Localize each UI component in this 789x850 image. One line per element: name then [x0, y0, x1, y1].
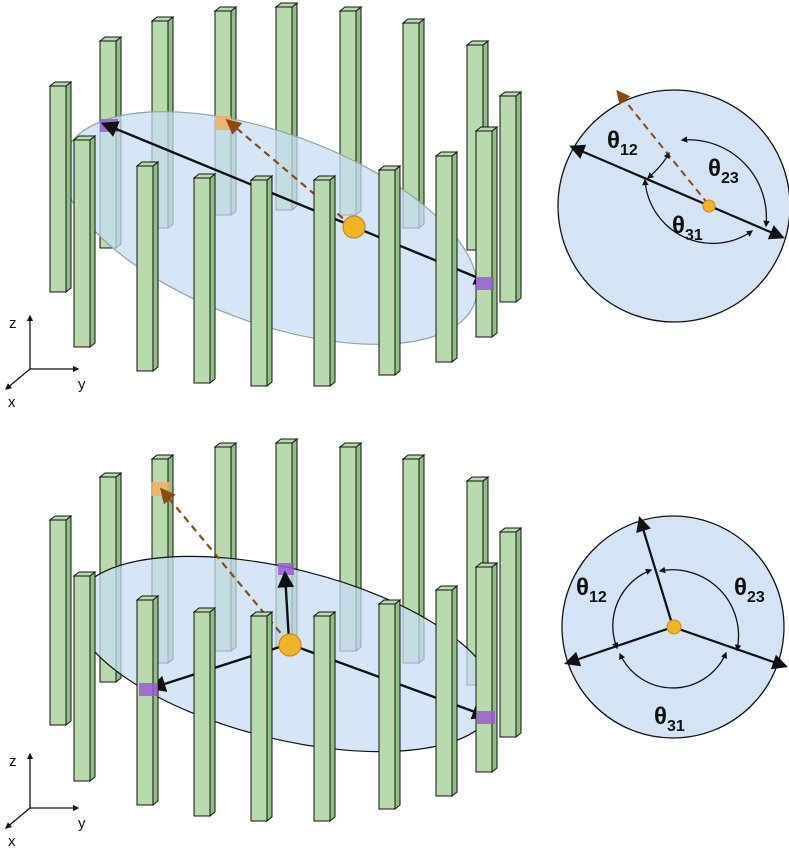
bottom-dashed-ray	[160, 487, 289, 643]
top-pillar-front-8	[434, 150, 459, 364]
bottom-pillar-front-3	[135, 594, 160, 807]
bottom-pillar-front-10	[498, 526, 523, 739]
bottom-circle-inset: θ12 θ23 θ31	[561, 515, 788, 739]
bottom-z-axis-label: z	[9, 753, 17, 770]
bottom-inset-arc-23	[658, 566, 742, 652]
bottom-theta12-label: θ12	[576, 574, 607, 606]
top-circle-inset: θ12 θ23 θ31	[557, 89, 789, 323]
top-inset-arc-31	[642, 178, 754, 245]
bottom-y-axis-label: y	[78, 815, 86, 832]
bottom-pillar-front-1	[48, 514, 73, 727]
top-pillar-front-3	[135, 160, 160, 373]
top-inset-arc-23	[680, 136, 770, 228]
bottom-pillar-front-5	[249, 610, 274, 823]
bottom-theta23-label: θ23	[734, 574, 765, 606]
top-inset-source	[702, 199, 716, 213]
top-purple-patch-right	[476, 277, 494, 290]
bottom-inset-arc-12	[612, 568, 653, 650]
top-front-pillars	[48, 80, 523, 388]
bottom-front-pillars	[48, 514, 523, 823]
top-panel: z y x	[5, 1, 523, 411]
bottom-pillar-front-6	[312, 610, 337, 823]
bottom-pillar-front-2	[72, 570, 97, 783]
top-inset-disc	[557, 89, 789, 323]
top-pillar-front-4	[192, 172, 217, 385]
bottom-pillar-front-4	[192, 606, 217, 818]
top-pillar-front-9	[474, 125, 499, 339]
bottom-orange-patch	[151, 482, 169, 496]
top-theta23-label: θ23	[708, 155, 739, 187]
top-double-arrow	[100, 121, 492, 285]
bottom-purple-patch-right	[477, 711, 495, 724]
bottom-axes	[5, 752, 80, 829]
top-pillar-front-10	[498, 90, 523, 304]
bottom-inset-arc-31	[619, 651, 727, 689]
top-pillar-front-7	[377, 164, 402, 377]
bottom-purple-patch-center	[278, 563, 294, 575]
bottom-x-axis-label: x	[8, 833, 16, 850]
bottom-purple-patch-left	[139, 683, 157, 696]
top-pillar-front-1	[48, 80, 73, 294]
top-axes	[5, 314, 80, 390]
bottom-source-marker	[278, 633, 302, 657]
top-inset-arc-12	[647, 151, 670, 179]
bottom-pillar-front-8	[434, 584, 459, 798]
top-pillar-front-5	[249, 174, 274, 388]
top-z-axis-label: z	[9, 315, 17, 332]
top-pillar-front-2	[72, 134, 97, 349]
bottom-panel: z y x	[5, 437, 523, 850]
top-theta31-label: θ31	[672, 212, 703, 244]
bottom-pillar-front-7	[377, 598, 402, 811]
top-y-axis-label: y	[78, 376, 86, 393]
bottom-pillar-front-9	[474, 561, 499, 774]
bottom-arrow-up	[277, 570, 295, 642]
top-pillar-front-6	[312, 174, 337, 388]
top-x-axis-label: x	[8, 394, 16, 411]
top-theta12-label: θ12	[607, 127, 638, 159]
bottom-theta31-label: θ31	[654, 703, 685, 735]
top-orange-patch	[215, 116, 231, 130]
bottom-inset-source	[666, 619, 682, 635]
top-source-marker	[342, 215, 366, 239]
